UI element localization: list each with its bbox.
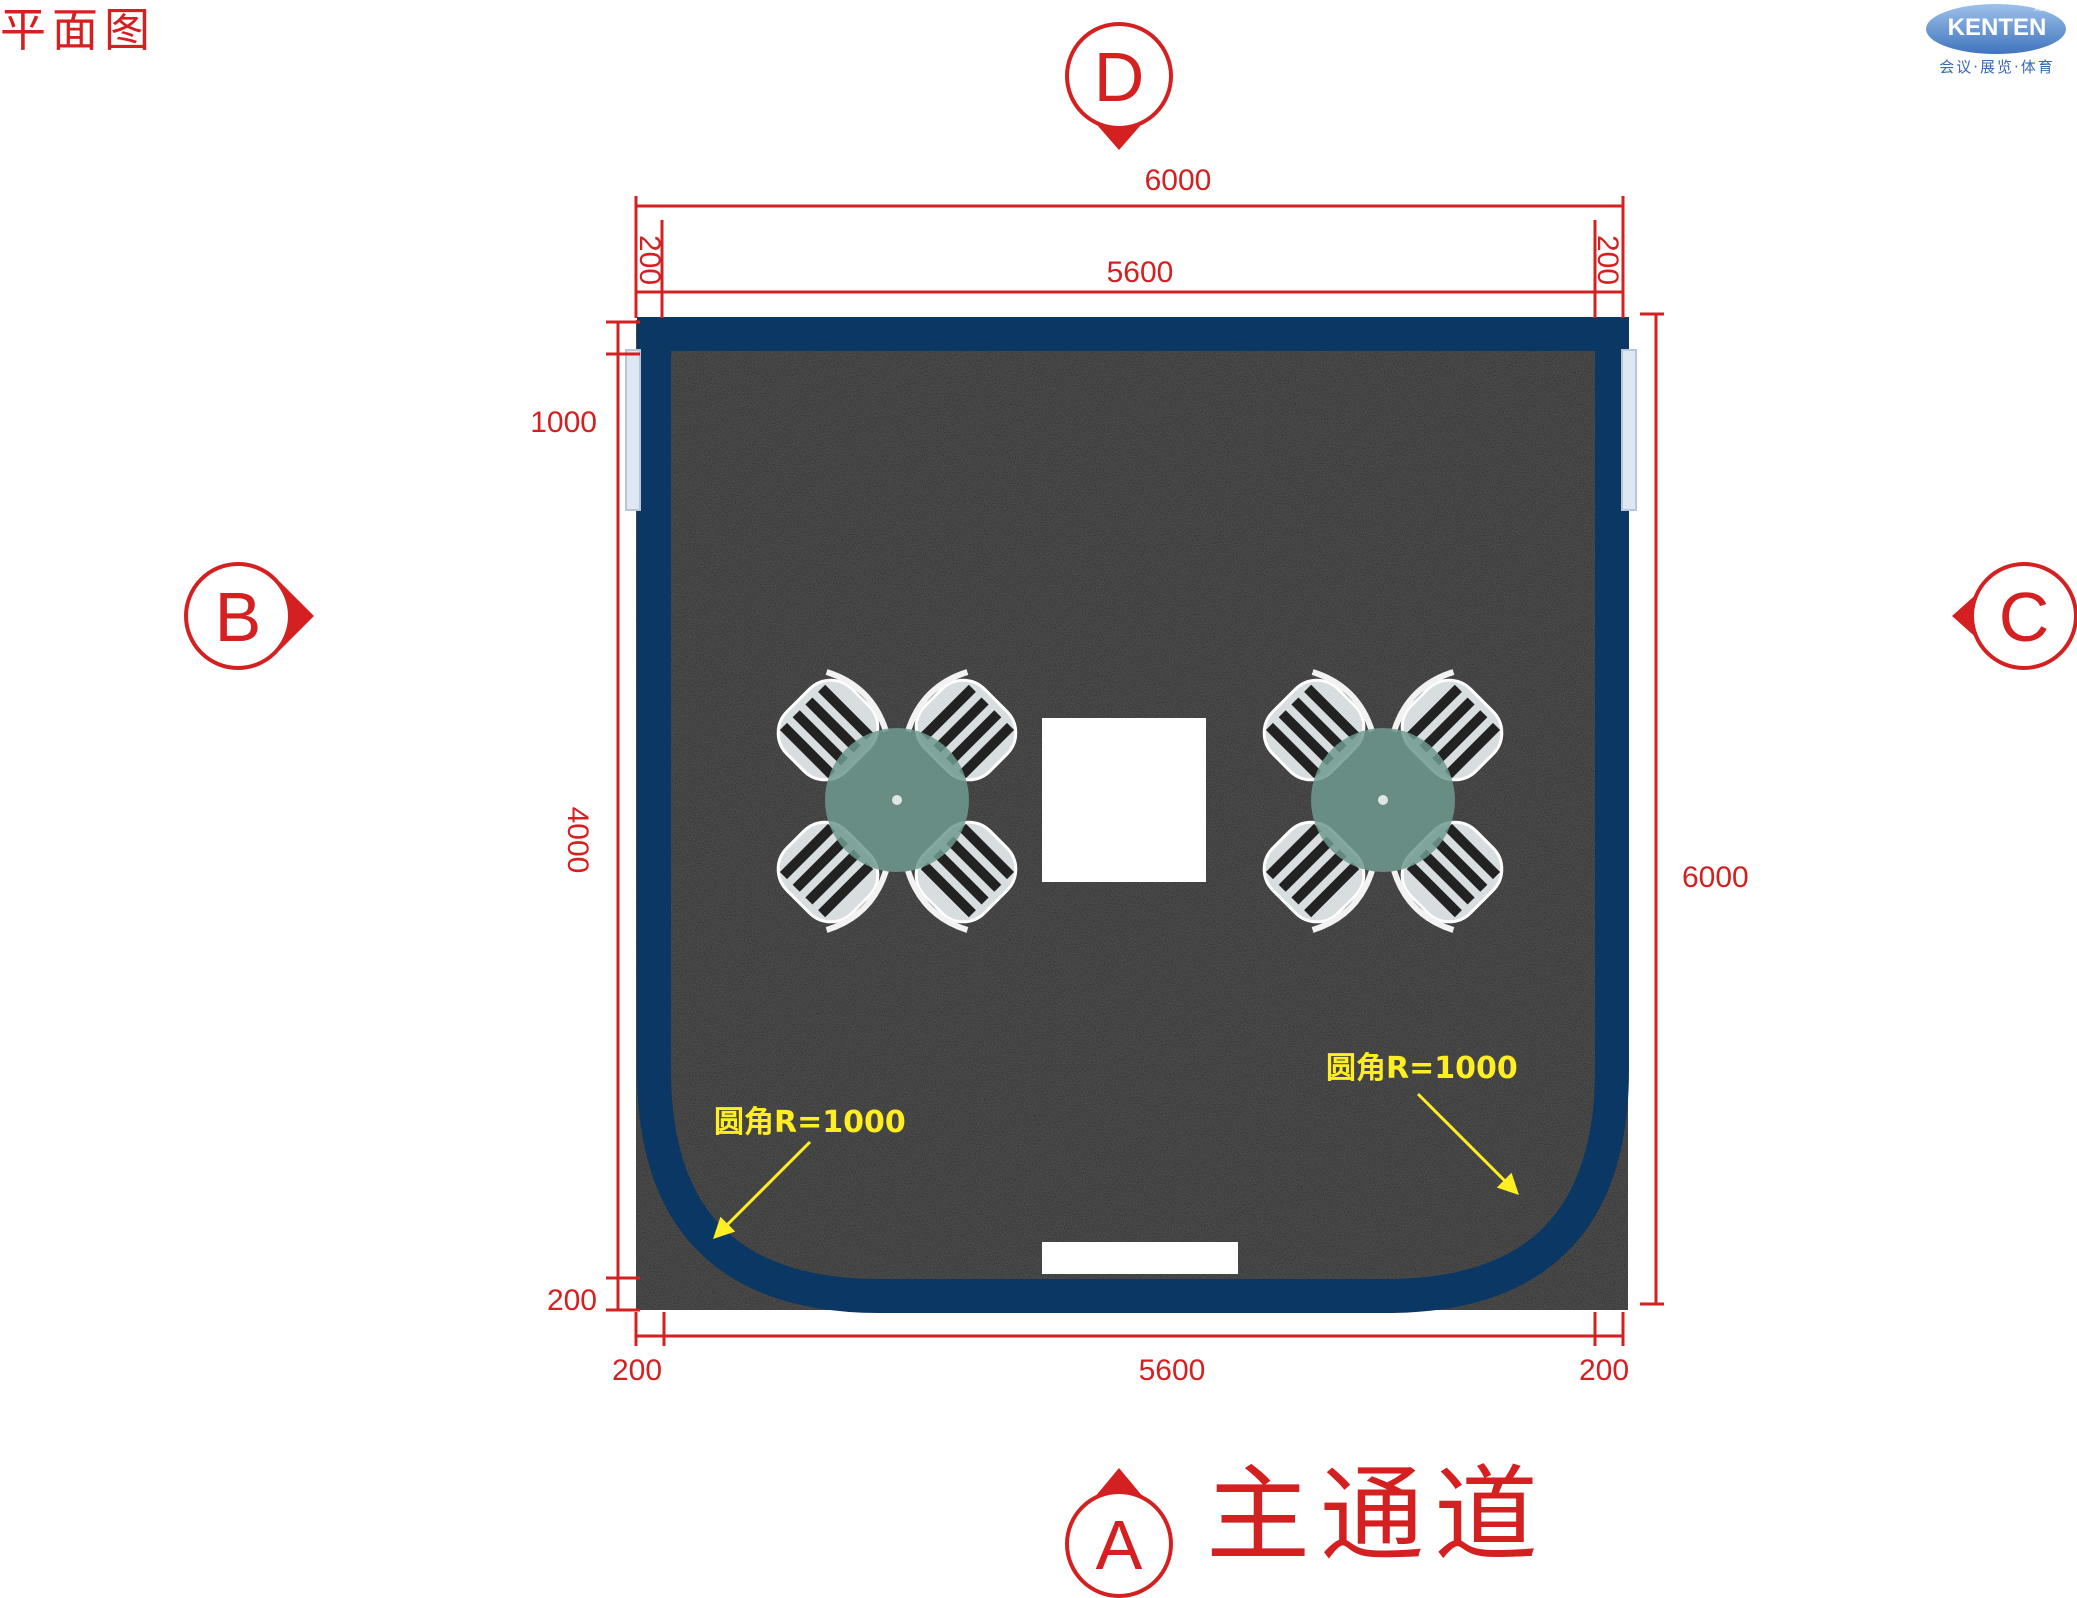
table-set-right xyxy=(1252,664,1514,938)
dim-left-upper: 1000 xyxy=(530,406,597,439)
table-set-left xyxy=(766,664,1028,938)
main-aisle-label: 主通道 xyxy=(1206,1454,1549,1576)
dim-bottom-right: 200 xyxy=(1579,1354,1629,1387)
left-side-panel xyxy=(625,349,641,511)
drawing-title: 平面图 xyxy=(0,3,156,57)
dimension-lines xyxy=(606,196,1664,1346)
view-marker-d: D xyxy=(1065,22,1173,150)
logo-oval-shape xyxy=(1926,4,2066,54)
dim-bottom-middle: 5600 xyxy=(1139,1354,1206,1387)
dim-bottom-left: 200 xyxy=(612,1354,662,1387)
dim-top-left-post: 200 xyxy=(633,235,666,285)
svg-text:C: C xyxy=(1999,578,2050,656)
callout-left-arrow xyxy=(713,1140,812,1239)
view-marker-c: C xyxy=(1952,562,2077,670)
dim-right-overall: 6000 xyxy=(1682,861,1749,894)
logo-small-mark: 建建 xyxy=(2034,3,2053,13)
callout-right-arrow xyxy=(1416,1092,1519,1195)
front-counter xyxy=(1042,1242,1238,1274)
logo-tagline: 会议·展览·体育 xyxy=(1939,58,2055,76)
svg-text:B: B xyxy=(215,578,262,656)
svg-text:D: D xyxy=(1094,38,1145,116)
display-counter xyxy=(1042,718,1206,882)
dim-left-middle: 4000 xyxy=(561,807,594,874)
dim-top-inner: 5600 xyxy=(1107,256,1174,289)
dim-top-right-post: 200 xyxy=(1591,235,1624,285)
right-side-panel xyxy=(1621,349,1637,511)
kenten-logo: 建建 KENTEN 会议·展览·体育 xyxy=(1922,0,2072,80)
dim-left-bottom: 200 xyxy=(547,1284,597,1317)
dim-top-overall: 6000 xyxy=(1145,164,1212,197)
view-marker-b: B xyxy=(184,562,314,670)
logo-brand-text: KENTEN xyxy=(1947,14,2047,41)
callout-right-corner: 圆角R=1000 xyxy=(1326,1051,1518,1086)
svg-text:A: A xyxy=(1096,1506,1143,1584)
callout-left-corner: 圆角R=1000 xyxy=(714,1105,906,1140)
booth-wall xyxy=(637,317,1629,1313)
view-marker-a: A xyxy=(1065,1468,1173,1598)
